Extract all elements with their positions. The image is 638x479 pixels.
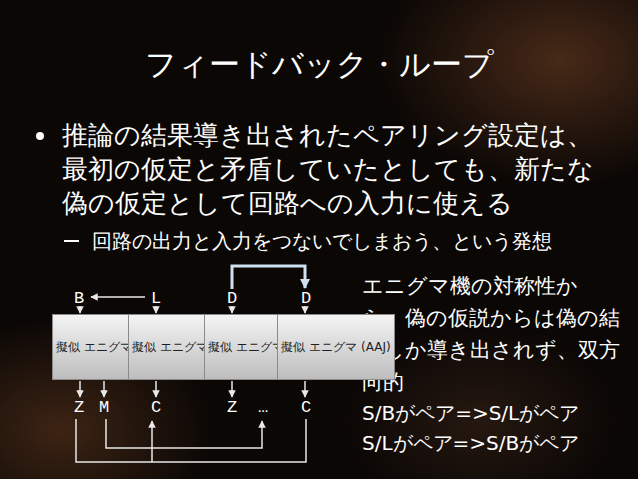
ellipsis-mark: … xyxy=(258,398,268,418)
implication-text: S/Bがペア=>S/Lがペア xyxy=(362,398,579,428)
signal-letter: M xyxy=(99,398,109,418)
output-arrow xyxy=(155,381,157,397)
output-arrow xyxy=(79,381,81,397)
output-arrow xyxy=(231,381,233,397)
implication-text: S/Lがペア=>S/Bがペア xyxy=(362,428,579,458)
signal-letter: C xyxy=(301,398,311,418)
feedback-wire xyxy=(91,296,145,298)
signal-letter: D xyxy=(227,289,237,309)
signal-letter: D xyxy=(301,289,311,309)
feedback-bracket xyxy=(232,266,305,289)
bullet-text: 推論の結果導き出されたペアリング設定は、最初の仮定と矛盾していたとしても、新たな… xyxy=(62,118,602,220)
sub-bullet-text: 回路の出力と入力をつないでしまおう、という発想 xyxy=(92,228,612,254)
signal-letter: C xyxy=(151,398,161,418)
slide-title: フィードバック・ループ xyxy=(145,44,494,86)
bullet-dot xyxy=(36,132,44,140)
signal-letter: B xyxy=(74,289,84,309)
signal-letter: L xyxy=(151,289,161,309)
signal-letter: Z xyxy=(74,398,84,418)
box-label: 擬似 エニグマ (AAJ) xyxy=(281,339,390,355)
process-box: 擬似 エニグマ (AAJ) xyxy=(277,314,395,380)
feedback-wire xyxy=(151,421,153,462)
signal-letter: Z xyxy=(227,398,237,418)
sub-bullet-dash xyxy=(64,240,79,242)
side-note: エニグマ機の対称性から、偽の仮説からは偽の結果しか導き出されず、双方向的 xyxy=(362,270,620,398)
feedback-wire xyxy=(76,419,306,462)
feedback-wire xyxy=(106,419,262,448)
output-arrow xyxy=(304,381,306,397)
output-arrow xyxy=(103,381,105,397)
